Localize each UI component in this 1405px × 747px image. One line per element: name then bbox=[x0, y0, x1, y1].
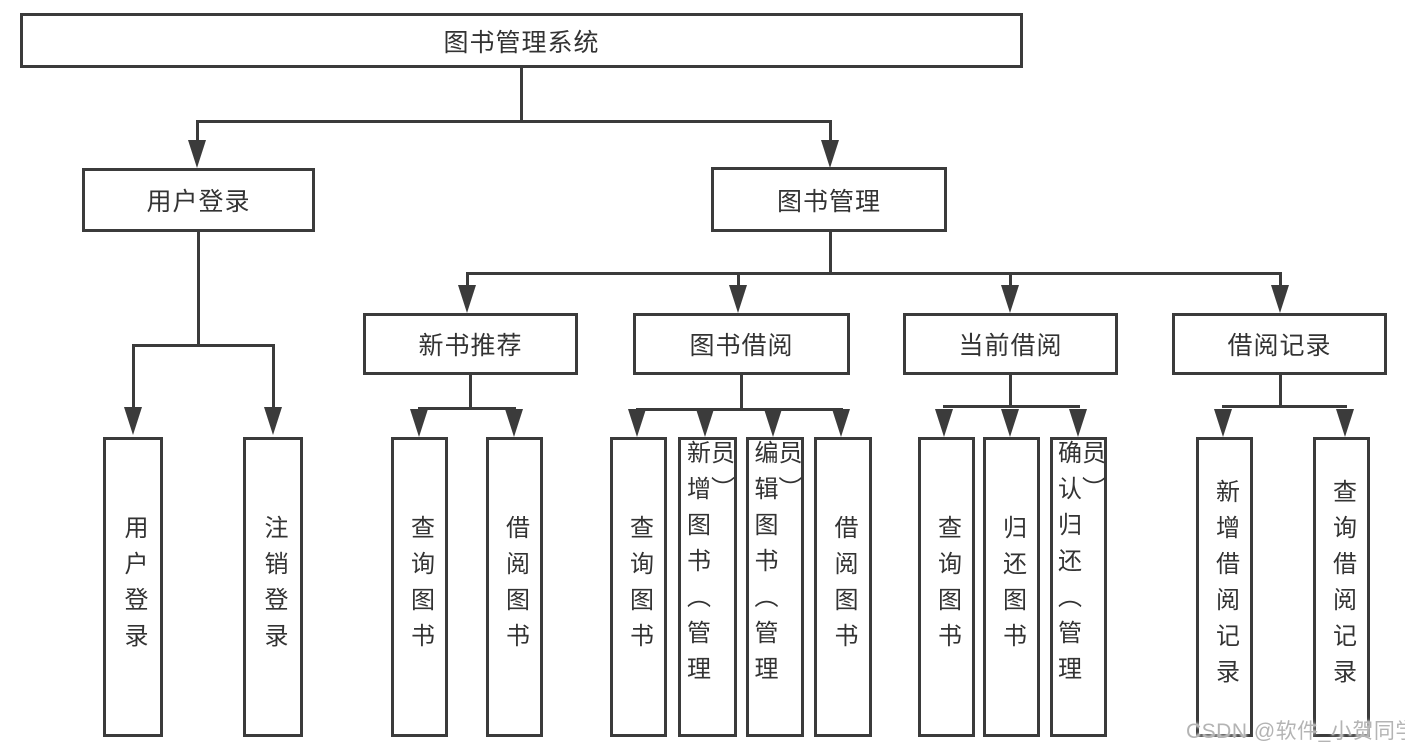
arrow-down-icon bbox=[1271, 285, 1289, 313]
connector-line bbox=[271, 344, 275, 410]
connector-line bbox=[736, 272, 740, 287]
node-user-login-label: 用户登录 bbox=[146, 188, 251, 216]
node-query-books-borrow-label: 查询图书 bbox=[625, 515, 653, 659]
arrow-down-icon bbox=[832, 409, 850, 437]
arrow-down-icon bbox=[729, 285, 747, 313]
connector-line bbox=[468, 375, 472, 409]
node-add-books-admin-label: 新增图书（管理员） bbox=[682, 440, 734, 692]
arrow-down-icon bbox=[764, 409, 782, 437]
connector-line bbox=[1221, 405, 1347, 408]
node-borrow-books-recommend-label: 借阅图书 bbox=[501, 515, 529, 659]
node-book-management: 图书管理 bbox=[711, 167, 947, 232]
connector-line bbox=[196, 232, 200, 346]
node-add-borrow-record-label: 新增借阅记录 bbox=[1211, 479, 1239, 695]
node-query-books-current: 查询图书 bbox=[918, 437, 975, 737]
node-new-book-recommend-label: 新书推荐 bbox=[418, 332, 523, 360]
arrow-down-icon bbox=[505, 409, 523, 437]
node-logout-label: 注销登录 bbox=[260, 515, 287, 659]
connector-line bbox=[131, 344, 135, 410]
node-book-borrow: 图书借阅 bbox=[633, 313, 850, 375]
node-book-borrow-label: 图书借阅 bbox=[689, 332, 794, 360]
node-user-login: 用户登录 bbox=[82, 168, 315, 232]
node-borrow-records: 借阅记录 bbox=[1172, 313, 1387, 375]
node-query-borrow-record: 查询借阅记录 bbox=[1313, 437, 1370, 737]
connector-line bbox=[635, 408, 843, 411]
connector-line bbox=[131, 344, 275, 347]
node-user-login-leaf-label: 用户登录 bbox=[120, 515, 147, 659]
node-borrow-books-leaf: 借阅图书 bbox=[814, 437, 872, 737]
connector-line bbox=[195, 120, 199, 144]
connector-line bbox=[417, 407, 516, 410]
connector-line bbox=[739, 375, 743, 410]
node-user-login-leaf: 用户登录 bbox=[103, 437, 163, 737]
node-logout: 注销登录 bbox=[243, 437, 303, 737]
connector-line bbox=[1008, 272, 1012, 287]
connector-line bbox=[828, 120, 832, 144]
node-root: 图书管理系统 bbox=[20, 13, 1023, 68]
watermark: CSDN @软件_小贺同学 bbox=[1186, 720, 1405, 743]
connector-line bbox=[195, 120, 832, 123]
arrow-down-icon bbox=[188, 140, 206, 168]
connector-line bbox=[1278, 272, 1282, 287]
arrow-down-icon bbox=[1001, 285, 1019, 313]
node-query-borrow-record-label: 查询借阅记录 bbox=[1328, 479, 1356, 695]
connector-line bbox=[1278, 375, 1282, 407]
node-borrow-books-leaf-label: 借阅图书 bbox=[830, 515, 857, 659]
node-add-borrow-record: 新增借阅记录 bbox=[1196, 437, 1253, 737]
node-query-books-current-label: 查询图书 bbox=[933, 515, 961, 659]
node-new-book-recommend: 新书推荐 bbox=[363, 313, 578, 375]
arrow-down-icon bbox=[935, 409, 953, 437]
node-current-borrow: 当前借阅 bbox=[903, 313, 1118, 375]
arrow-down-icon bbox=[458, 285, 476, 313]
node-query-books-recommend-label: 查询图书 bbox=[406, 515, 434, 659]
arrow-down-icon bbox=[1001, 409, 1019, 437]
connector-line bbox=[1008, 375, 1012, 407]
node-add-books-admin: 新增图书（管理员） bbox=[678, 437, 737, 737]
arrow-down-icon bbox=[628, 409, 646, 437]
connector-line bbox=[465, 272, 1282, 275]
arrow-down-icon bbox=[1069, 409, 1087, 437]
node-borrow-books-recommend: 借阅图书 bbox=[486, 437, 543, 737]
node-borrow-records-label: 借阅记录 bbox=[1227, 332, 1332, 360]
node-confirm-return-admin-label: 确认归还（管理员） bbox=[1053, 440, 1105, 692]
connector-line bbox=[942, 405, 1080, 408]
node-current-borrow-label: 当前借阅 bbox=[958, 332, 1063, 360]
connector-line bbox=[519, 68, 523, 122]
node-return-books-label: 归还图书 bbox=[998, 515, 1026, 659]
arrow-down-icon bbox=[821, 140, 839, 168]
node-book-management-label: 图书管理 bbox=[776, 187, 881, 216]
arrow-down-icon bbox=[696, 409, 714, 437]
arrow-down-icon bbox=[264, 407, 282, 435]
node-root-label: 图书管理系统 bbox=[443, 28, 600, 57]
arrow-down-icon bbox=[410, 409, 428, 437]
arrow-down-icon bbox=[1214, 409, 1232, 437]
arrow-down-icon bbox=[124, 407, 142, 435]
arrow-down-icon bbox=[1336, 409, 1354, 437]
node-confirm-return-admin: 确认归还（管理员） bbox=[1050, 437, 1107, 737]
node-edit-books-admin: 编辑图书（管理员） bbox=[746, 437, 804, 737]
connector-line bbox=[828, 232, 832, 274]
node-query-books-borrow: 查询图书 bbox=[610, 437, 667, 737]
node-edit-books-admin-label: 编辑图书（管理员） bbox=[750, 440, 801, 692]
node-query-books-recommend: 查询图书 bbox=[391, 437, 448, 737]
connector-line bbox=[465, 272, 469, 287]
node-return-books: 归还图书 bbox=[983, 437, 1040, 737]
